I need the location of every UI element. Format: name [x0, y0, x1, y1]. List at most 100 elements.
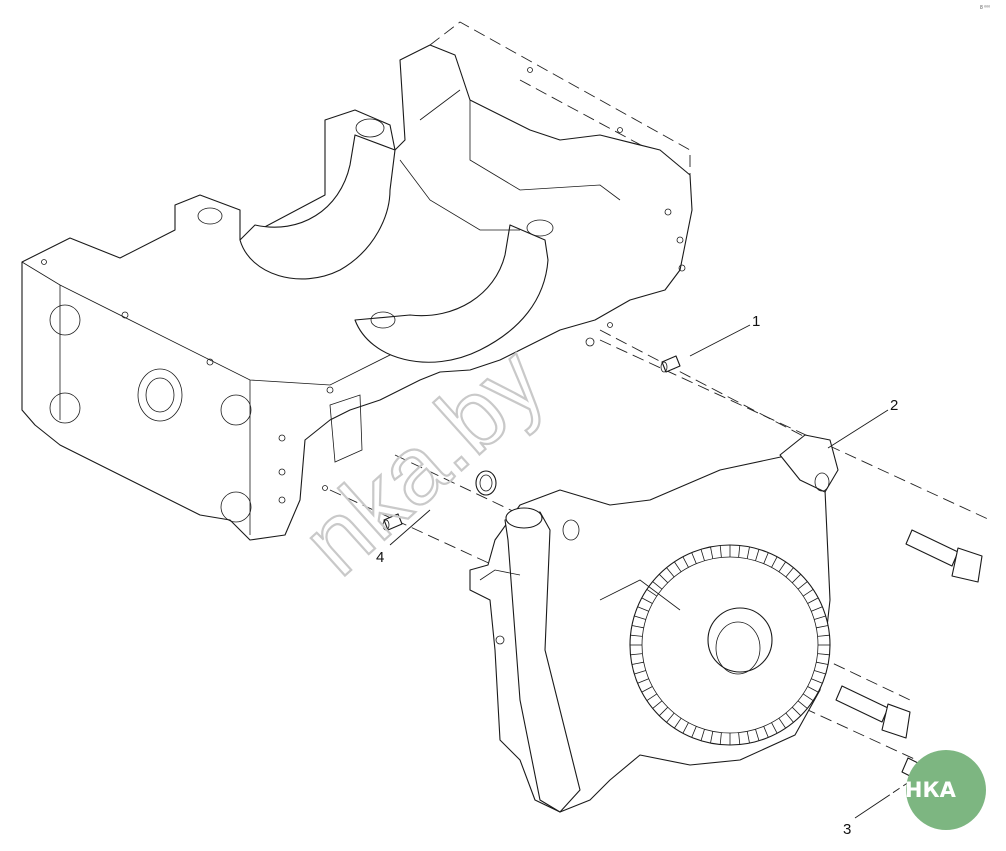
- gear-tooth: [817, 653, 830, 656]
- gear-tooth: [763, 726, 769, 738]
- oil-pump-assembly: [469, 434, 839, 813]
- gear-tooth: [666, 712, 675, 723]
- corner-mark: 8 ⁰⁰⁰: [980, 5, 990, 11]
- gear-tooth: [691, 726, 697, 738]
- pipe-flange: [505, 507, 543, 529]
- gear-tooth: [659, 574, 669, 584]
- dowel-pin-4: [382, 513, 403, 531]
- mounting-arm: [779, 434, 839, 493]
- gear-tooth: [738, 545, 741, 558]
- gear-teeth: [630, 545, 830, 745]
- pump-casting-edge: [599, 579, 681, 611]
- gear-tooth: [682, 556, 689, 568]
- pump-tab: [479, 569, 521, 581]
- gear-tooth: [674, 717, 682, 729]
- gear-tooth: [755, 549, 760, 561]
- gear-tooth: [802, 589, 814, 597]
- pump-stud: [495, 635, 505, 645]
- gear-tooth: [719, 545, 722, 558]
- gear-tooth: [746, 731, 750, 744]
- gear-tooth: [674, 561, 682, 573]
- gear-tooth: [646, 589, 658, 597]
- gear-tooth: [746, 546, 750, 559]
- gear-tooth: [630, 634, 643, 637]
- gear-tooth: [710, 731, 714, 744]
- callout-2: 2: [827, 397, 898, 449]
- gear-tooth: [791, 574, 801, 584]
- dowel-pin-1: [660, 355, 681, 373]
- bearing-saddle-2: [354, 224, 549, 363]
- callout-label-4: 4: [376, 549, 384, 566]
- gear-tooth: [641, 597, 653, 604]
- gear-tooth: [763, 552, 769, 564]
- pipe-flange-hole: [562, 519, 580, 541]
- gear-tooth: [771, 556, 778, 568]
- gear-tooth: [634, 615, 646, 620]
- gear-tooth: [811, 678, 823, 684]
- bolt-middle: [835, 685, 911, 739]
- gear-bore: [715, 621, 761, 675]
- bolt-upper: [905, 529, 983, 583]
- front-rail-top: [21, 261, 441, 386]
- side-port: [329, 394, 363, 463]
- gear-tooth: [634, 670, 646, 675]
- callout-label-3: 3: [843, 821, 851, 838]
- gear-tooth: [637, 678, 649, 684]
- logo-circle: [906, 750, 986, 830]
- gear-tooth: [700, 729, 705, 741]
- logo-text: АГРОНКА: [842, 778, 957, 802]
- gear-tooth: [630, 653, 643, 656]
- gear-tooth: [814, 670, 826, 675]
- callout-label-2: 2: [890, 397, 898, 414]
- gear-tooth: [666, 567, 675, 578]
- inner-web-3: [419, 89, 461, 121]
- callout-label-1: 1: [752, 313, 760, 330]
- gear-tooth: [807, 597, 819, 604]
- gear-tooth: [807, 686, 819, 693]
- arm-bolt-hole: [814, 472, 830, 492]
- bearing-saddle-1: [239, 134, 396, 280]
- gear-tooth: [631, 625, 644, 629]
- gear-tooth: [814, 615, 826, 620]
- gear-tooth: [700, 549, 705, 561]
- gear-tooth: [710, 546, 714, 559]
- gear-tooth: [719, 732, 722, 745]
- suction-pipe: [504, 511, 581, 813]
- gear-tooth: [755, 729, 760, 741]
- inner-web: [469, 100, 621, 201]
- gear-tooth: [659, 706, 669, 716]
- inner-web-2: [399, 159, 520, 231]
- block-bolt-holes: [41, 67, 686, 523]
- gear-tooth: [771, 722, 778, 734]
- gear-tooth: [797, 700, 808, 709]
- gear-hub: [707, 607, 773, 673]
- gear-tooth: [785, 712, 794, 723]
- gear-tooth: [811, 606, 823, 612]
- block-hidden-edge-2: [519, 79, 651, 151]
- o-ring: [475, 470, 497, 496]
- gear-tooth: [802, 693, 814, 701]
- gear-tooth: [778, 717, 786, 729]
- callout-4: 4: [376, 509, 431, 566]
- gear-tooth: [797, 581, 808, 590]
- gear-tooth: [791, 706, 801, 716]
- gear-tooth: [816, 661, 829, 665]
- gear-tooth: [816, 625, 829, 629]
- gear-tooth: [682, 722, 689, 734]
- gear-tooth: [637, 606, 649, 612]
- gear-tooth: [652, 581, 663, 590]
- gear-tooth: [691, 552, 697, 564]
- agronka-logo: АГРОНКА: [842, 750, 986, 830]
- gear-tooth: [641, 686, 653, 693]
- engine-block: [21, 21, 693, 541]
- callout-1: 1: [689, 313, 760, 357]
- gear-tooth: [652, 700, 663, 709]
- gear-tooth: [785, 567, 794, 578]
- gear-tooth: [646, 693, 658, 701]
- gear-tooth: [631, 661, 644, 665]
- gear-tooth: [778, 561, 786, 573]
- gear-tooth: [738, 732, 741, 745]
- gear-tooth: [817, 634, 830, 637]
